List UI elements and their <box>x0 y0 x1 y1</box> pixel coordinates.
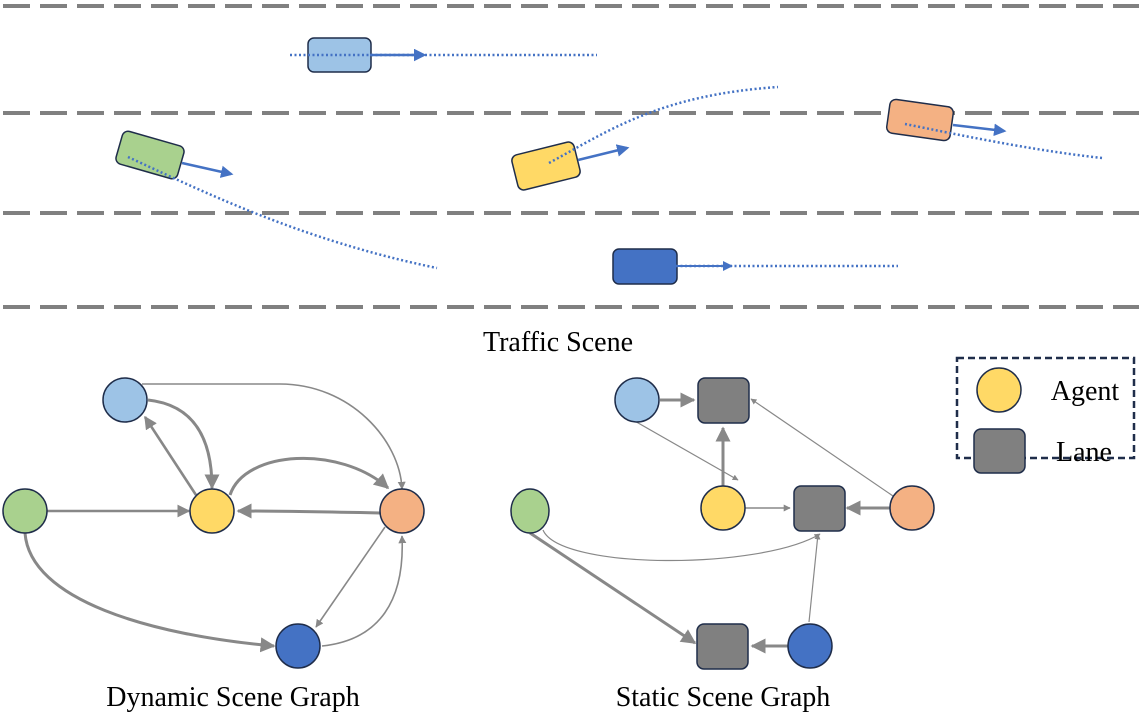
legend-lane-label: Lane <box>1056 437 1112 468</box>
node-lane-1 <box>697 377 750 424</box>
trajectory <box>127 155 438 270</box>
vehicle-light-blue <box>290 37 597 73</box>
legend-agent-icon <box>976 367 1022 413</box>
node-lane-2 <box>793 485 846 532</box>
edge-orange-darkblue <box>315 526 386 628</box>
edge-darkblue-lane2 <box>808 533 821 623</box>
node-agent-orange <box>889 485 935 531</box>
edge-green-darkblue <box>23 532 276 653</box>
legend-lane-icon <box>973 428 1026 474</box>
node-lane-3 <box>696 623 749 670</box>
velocity-arrow <box>577 144 630 162</box>
node-agent-green <box>2 488 48 534</box>
vehicle-orange <box>885 98 1103 160</box>
node-agent-green <box>510 488 550 534</box>
edge-yellow-lightblue <box>143 415 198 496</box>
dynamic-graph-caption: Dynamic Scene Graph <box>106 682 359 713</box>
static-graph-caption: Static Scene Graph <box>616 682 831 713</box>
node-agent-orange <box>379 488 425 534</box>
edge-green-lane3 <box>529 531 697 645</box>
node-agent-dark-blue <box>275 623 321 669</box>
vehicle-yellow <box>511 85 779 191</box>
static-scene-graph <box>510 377 935 670</box>
trajectory <box>548 85 779 165</box>
node-agent-light-blue <box>102 377 148 423</box>
edge-green-lane2 <box>542 529 821 562</box>
traffic-scene: Traffic Scene <box>3 4 1139 358</box>
velocity-arrow <box>181 161 234 178</box>
vehicle-green <box>115 130 438 270</box>
legend-box <box>955 356 1136 460</box>
traffic-scene-caption: Traffic Scene <box>483 327 633 358</box>
edge-lightblue-orange <box>142 383 406 490</box>
edge-lightblue-yellow <box>147 398 220 490</box>
legend-agent-label: Agent <box>1051 376 1120 407</box>
node-agent-yellow <box>700 485 746 531</box>
edge-orange-yellow <box>236 503 381 519</box>
node-agent-yellow <box>189 488 235 534</box>
edge-darkblue-orange <box>321 535 407 647</box>
velocity-arrow <box>952 123 1007 137</box>
legend: Agent Lane <box>955 356 1136 474</box>
edge-orange-lane1 <box>750 398 894 497</box>
vehicle-dark-blue <box>612 248 898 285</box>
edge-yellow-orange <box>228 456 390 496</box>
node-agent-dark-blue <box>787 623 833 669</box>
edge-lightblue-lane2 <box>625 415 739 481</box>
dynamic-scene-graph <box>2 377 425 669</box>
node-agent-light-blue <box>614 377 660 423</box>
